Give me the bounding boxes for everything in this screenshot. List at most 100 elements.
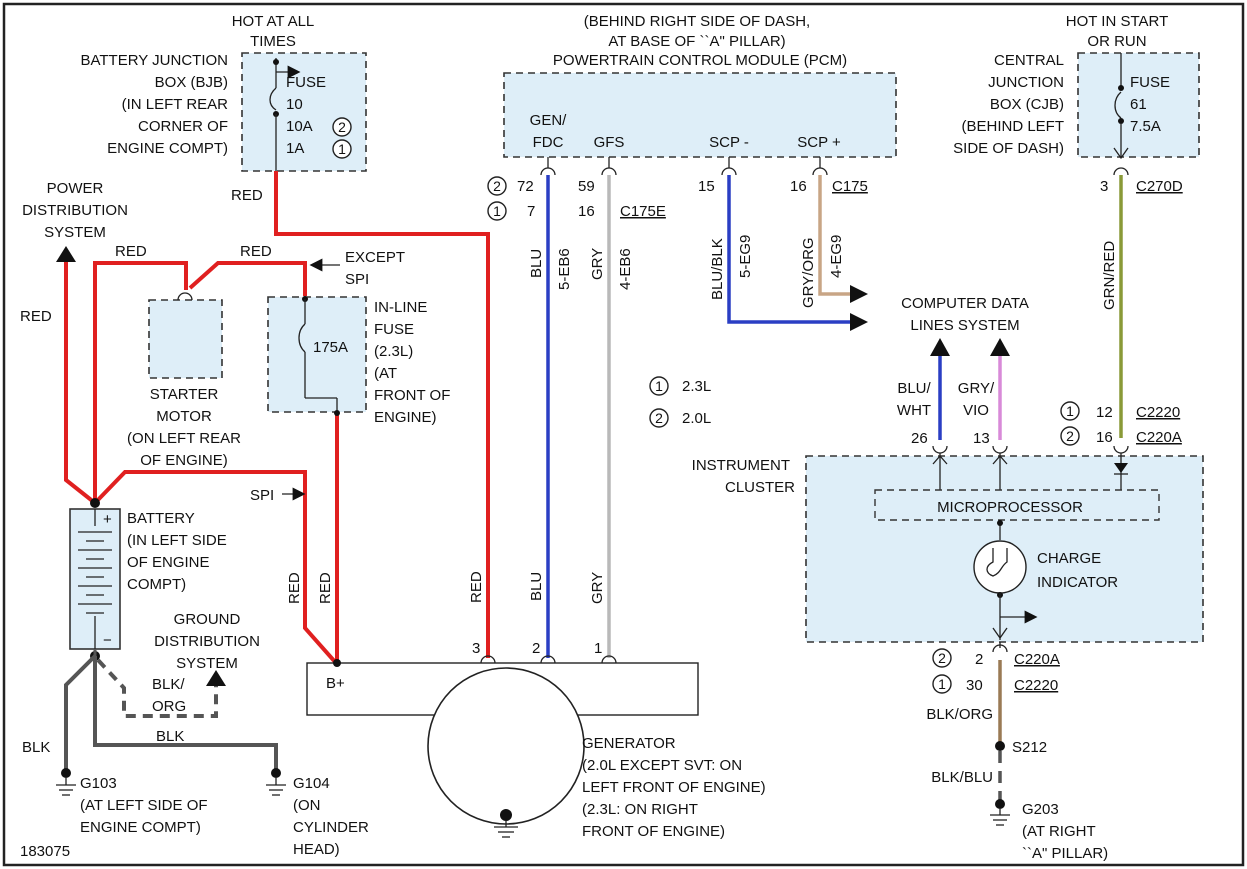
gfs-pin-b: 16	[578, 203, 595, 220]
except-spi-label: EXCEPT SPI	[309, 249, 405, 288]
badge-1-icon	[932, 674, 952, 694]
connector-c175e: C175E	[620, 203, 666, 220]
starter-name-line2: MOTOR	[156, 408, 212, 425]
g104-label: G104	[293, 775, 330, 792]
bjb-fuse-rating-b: 1A	[286, 140, 304, 157]
wire-label-blk-blu: BLK/BLU	[931, 769, 993, 786]
wire-blk-to-g104	[93, 656, 278, 770]
badge-2-icon	[332, 117, 352, 137]
pin-13: 13	[973, 430, 990, 447]
pds-line3: SYSTEM	[44, 224, 106, 241]
cjb-fuse-label: FUSE	[1130, 74, 1170, 91]
connector-c2220-bottom: C2220	[1014, 677, 1058, 694]
gds-wire-line2: ORG	[152, 698, 186, 715]
generator-bplus: B+	[326, 675, 345, 692]
charge-indicator-line2: INDICATOR	[1037, 574, 1118, 591]
scp-minus-pin: 15	[698, 178, 715, 195]
svg-text:1: 1	[493, 203, 501, 219]
badge-1-icon	[332, 139, 352, 159]
bjb-name-line4: CORNER OF	[138, 118, 228, 135]
gry-vio-arrow-icon	[990, 338, 1010, 356]
ground-g103: BLK G103 (AT LEFT SIDE OF ENGINE COMPT)	[22, 739, 208, 836]
generator-wire-blu: BLU	[528, 572, 545, 601]
svg-text:2: 2	[938, 650, 946, 666]
legend-badge-1-icon	[649, 376, 669, 396]
figure-id: 183075	[20, 843, 70, 860]
cjb-name-line1: CENTRAL	[994, 52, 1064, 69]
gen-pin-b: 7	[527, 203, 535, 220]
bjb-fuse-label: FUSE	[286, 74, 326, 91]
wire-red-battery-to-bplus	[93, 470, 338, 665]
generator-wire-red-b: RED	[317, 572, 334, 604]
spi-label: SPI	[250, 487, 306, 504]
bjb-fuse-rating-a: 10A	[286, 118, 313, 135]
wire-label-blu: BLU	[528, 249, 545, 278]
badge-1-icon	[487, 201, 507, 221]
scp-plus-pin: 16	[790, 178, 807, 195]
inline-fuse-line1: IN-LINE	[374, 299, 427, 316]
legend: 1 2.3L 2 2.0L	[649, 376, 711, 428]
splice-s212-icon	[995, 741, 1005, 751]
svg-text:2: 2	[493, 178, 501, 194]
wire-gry-vio-line2: VIO	[963, 402, 989, 419]
badge-1-icon	[1060, 401, 1080, 421]
pcm-box	[503, 72, 897, 158]
starter-wire-b: RED	[240, 243, 272, 260]
g103-wire-color: BLK	[22, 739, 50, 756]
bjb-hot-line1: HOT AT ALL	[232, 13, 315, 30]
connector-c270d: C270D	[1136, 178, 1183, 195]
svg-text:EXCEPT: EXCEPT	[345, 249, 405, 266]
ground-distribution-system: GROUND DISTRIBUTION SYSTEM BLK/ ORG	[152, 611, 260, 715]
generator-name-line5: FRONT OF ENGINE)	[582, 823, 725, 840]
generator-name-line4: (2.3L: ON RIGHT	[582, 801, 698, 818]
wire-label-blu-blk: BLU/BLK	[709, 238, 726, 300]
cjb-pin: 3	[1100, 178, 1108, 195]
circuit-label-5eg9: 5-EG9	[737, 235, 754, 278]
pds-line1: POWER	[47, 180, 104, 197]
microprocessor-label: MICROPROCESSOR	[937, 499, 1083, 516]
wire-blu-wht-line2: WHT	[897, 402, 931, 419]
charge-indicator-line1: CHARGE	[1037, 550, 1101, 567]
circuit-label-4eb6: 4-EB6	[617, 248, 634, 290]
generator-name-line1: GENERATOR	[582, 735, 676, 752]
pds-line2: DISTRIBUTION	[22, 202, 128, 219]
circuit-label-5eb6: 5-EB6	[556, 248, 573, 290]
battery: + − BATTERY (IN LEFT SIDE OF ENGINE COMP…	[69, 498, 227, 650]
g103-label: G103	[80, 775, 117, 792]
svg-text:SPI: SPI	[345, 271, 369, 288]
pin-30: 30	[966, 677, 983, 694]
inline-fuse-line3: (2.3L)	[374, 343, 413, 360]
svg-text:1: 1	[1066, 403, 1074, 419]
g203-loc-line2: ``A" PILLAR)	[1022, 845, 1108, 862]
pin-16: 16	[1096, 429, 1113, 446]
wire-red-starter-to-fuse	[188, 261, 307, 296]
battery-name-line2: (IN LEFT SIDE	[127, 532, 227, 549]
wire-gry-vio-line1: GRY/	[958, 380, 995, 397]
power-distribution-system: POWER DISTRIBUTION SYSTEM RED	[20, 180, 128, 325]
generator-pin-1: 1	[594, 640, 602, 657]
cjb-fuse-number: 61	[1130, 96, 1147, 113]
g103-loc-line1: (AT LEFT SIDE OF	[80, 797, 208, 814]
gen-pin-a: 72	[517, 178, 534, 195]
cluster-name-line2: CLUSTER	[725, 479, 795, 496]
g104-loc-line2: CYLINDER	[293, 819, 369, 836]
powertrain-control-module: (BEHIND RIGHT SIDE OF DASH, AT BASE OF `…	[503, 13, 897, 176]
connector-c220a-bottom: C220A	[1014, 651, 1060, 668]
battery-minus: −	[103, 632, 112, 649]
generator-wire-red: RED	[468, 571, 485, 603]
bjb-hot-line2: TIMES	[250, 33, 296, 50]
generator-wire-gry: GRY	[589, 572, 606, 604]
cjb-name-line2: JUNCTION	[988, 74, 1064, 91]
pin-2: 2	[975, 651, 983, 668]
bjb-name-line5: ENGINE COMPT)	[107, 140, 228, 157]
inline-fuse-line5: FRONT OF	[374, 387, 450, 404]
gds-line1: GROUND	[174, 611, 241, 628]
svg-text:2: 2	[338, 119, 346, 135]
generator-name-line2: (2.0L EXCEPT SVT: ON	[582, 757, 742, 774]
inline-fuse-icon	[298, 323, 306, 353]
badge-2-icon	[932, 648, 952, 668]
bjb-fuse-icon	[269, 87, 277, 111]
pcm-title: POWERTRAIN CONTROL MODULE (PCM)	[553, 52, 847, 69]
cjb-name-line5: SIDE OF DASH)	[953, 140, 1064, 157]
